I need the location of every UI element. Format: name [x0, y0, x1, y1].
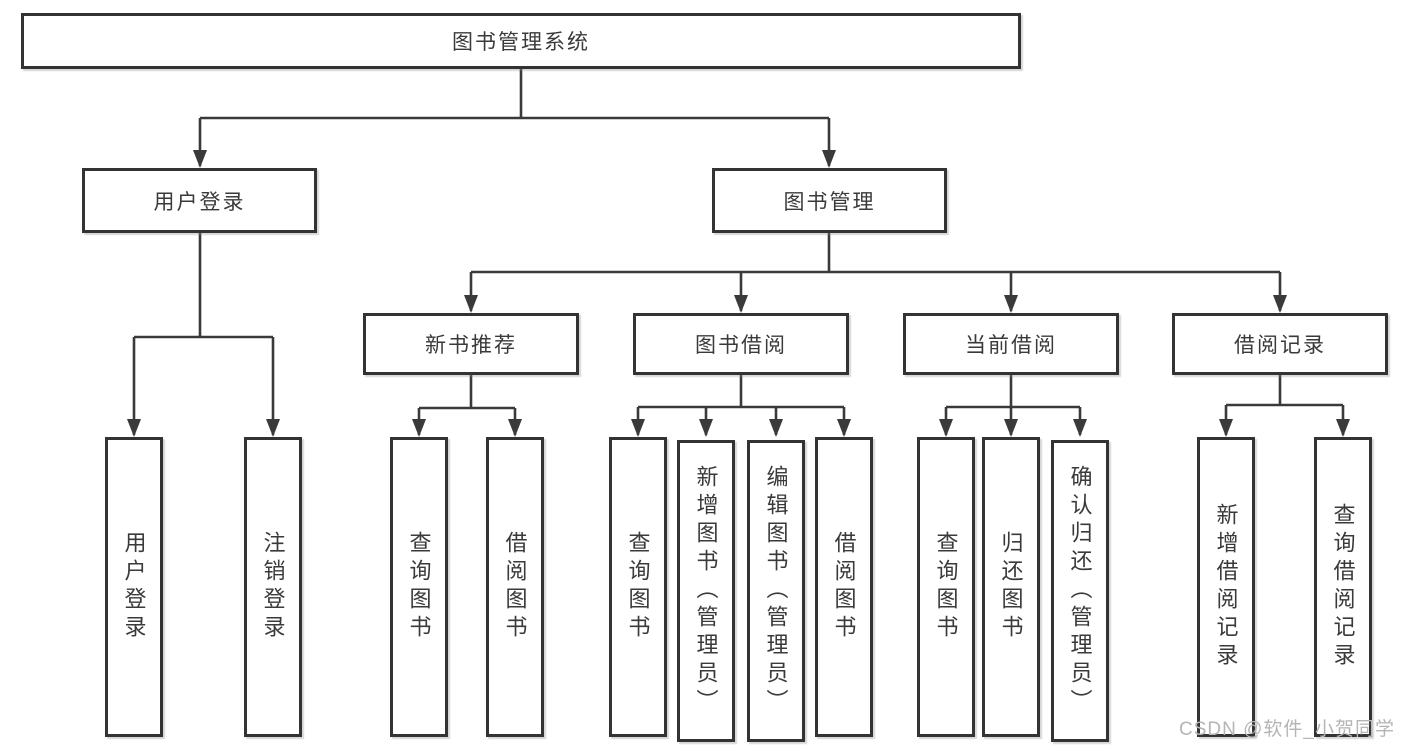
leaf-borrow-borrow-book: 借阅图书	[815, 437, 873, 737]
node-user-login-branch-label: 用户登录	[153, 190, 246, 214]
node-new-book-recommend-label: 新书推荐	[425, 334, 517, 357]
leaf-add-borrow-record: 新增借阅记录	[1197, 437, 1255, 737]
csdn-watermark: CSDN @软件_小贺同学	[1179, 719, 1395, 740]
leaf-edit-book-admin: 编辑图书（管理员）	[747, 440, 805, 742]
leaf-user-login: 用户登录	[105, 437, 163, 737]
leaf-add-book-admin: 新增图书（管理员）	[677, 440, 735, 742]
leaf-recommend-borrow-book-label: 借阅图书	[502, 531, 528, 643]
leaf-edit-book-admin-label: 编辑图书（管理员）	[763, 465, 789, 717]
node-user-login-branch: 用户登录	[82, 168, 317, 233]
node-root-label: 图书管理系统	[452, 31, 590, 54]
node-root-system: 图书管理系统	[21, 13, 1021, 69]
connector-group-current	[939, 375, 1087, 437]
leaf-query-borrow-record-label: 查询借阅记录	[1330, 503, 1356, 671]
leaf-recommend-borrow-book: 借阅图书	[486, 437, 544, 737]
leaf-return-book: 归还图书	[982, 437, 1040, 737]
leaf-logout: 注销登录	[244, 437, 302, 737]
node-book-borrow-label: 图书借阅	[695, 334, 787, 357]
leaf-recommend-query-book: 查询图书	[390, 437, 448, 737]
node-borrow-records: 借阅记录	[1172, 313, 1388, 375]
connector-root-split	[193, 68, 836, 168]
leaf-current-query-book-label: 查询图书	[933, 531, 959, 643]
connector-user-branch	[127, 233, 280, 437]
node-book-management-label: 图书管理	[783, 190, 876, 214]
leaf-logout-label: 注销登录	[260, 531, 286, 643]
connector-group-records	[1219, 375, 1350, 437]
node-borrow-records-label: 借阅记录	[1234, 334, 1326, 357]
node-current-borrow-label: 当前借阅	[965, 334, 1057, 357]
connector-group-recommend	[412, 375, 522, 437]
leaf-borrow-query-book: 查询图书	[609, 437, 667, 737]
leaf-user-login-label: 用户登录	[121, 531, 147, 643]
connector-group-borrow	[631, 375, 851, 437]
leaf-add-book-admin-label: 新增图书（管理员）	[693, 465, 719, 717]
leaf-add-borrow-record-label: 新增借阅记录	[1213, 503, 1239, 671]
leaf-query-borrow-record: 查询借阅记录	[1314, 437, 1372, 737]
node-book-management: 图书管理	[712, 168, 947, 233]
leaf-recommend-query-book-label: 查询图书	[406, 531, 432, 643]
leaf-return-book-label: 归还图书	[998, 531, 1024, 643]
connector-book-split	[464, 233, 1287, 313]
node-book-borrow: 图书借阅	[633, 313, 849, 375]
leaf-confirm-return-admin: 确认归还（管理员）	[1051, 440, 1109, 742]
leaf-confirm-return-admin-label: 确认归还（管理员）	[1067, 465, 1093, 717]
leaf-borrow-borrow-book-label: 借阅图书	[831, 531, 857, 643]
leaf-current-query-book: 查询图书	[917, 437, 975, 737]
node-current-borrow: 当前借阅	[903, 313, 1119, 375]
leaf-borrow-query-book-label: 查询图书	[625, 531, 651, 643]
node-new-book-recommend: 新书推荐	[363, 313, 579, 375]
